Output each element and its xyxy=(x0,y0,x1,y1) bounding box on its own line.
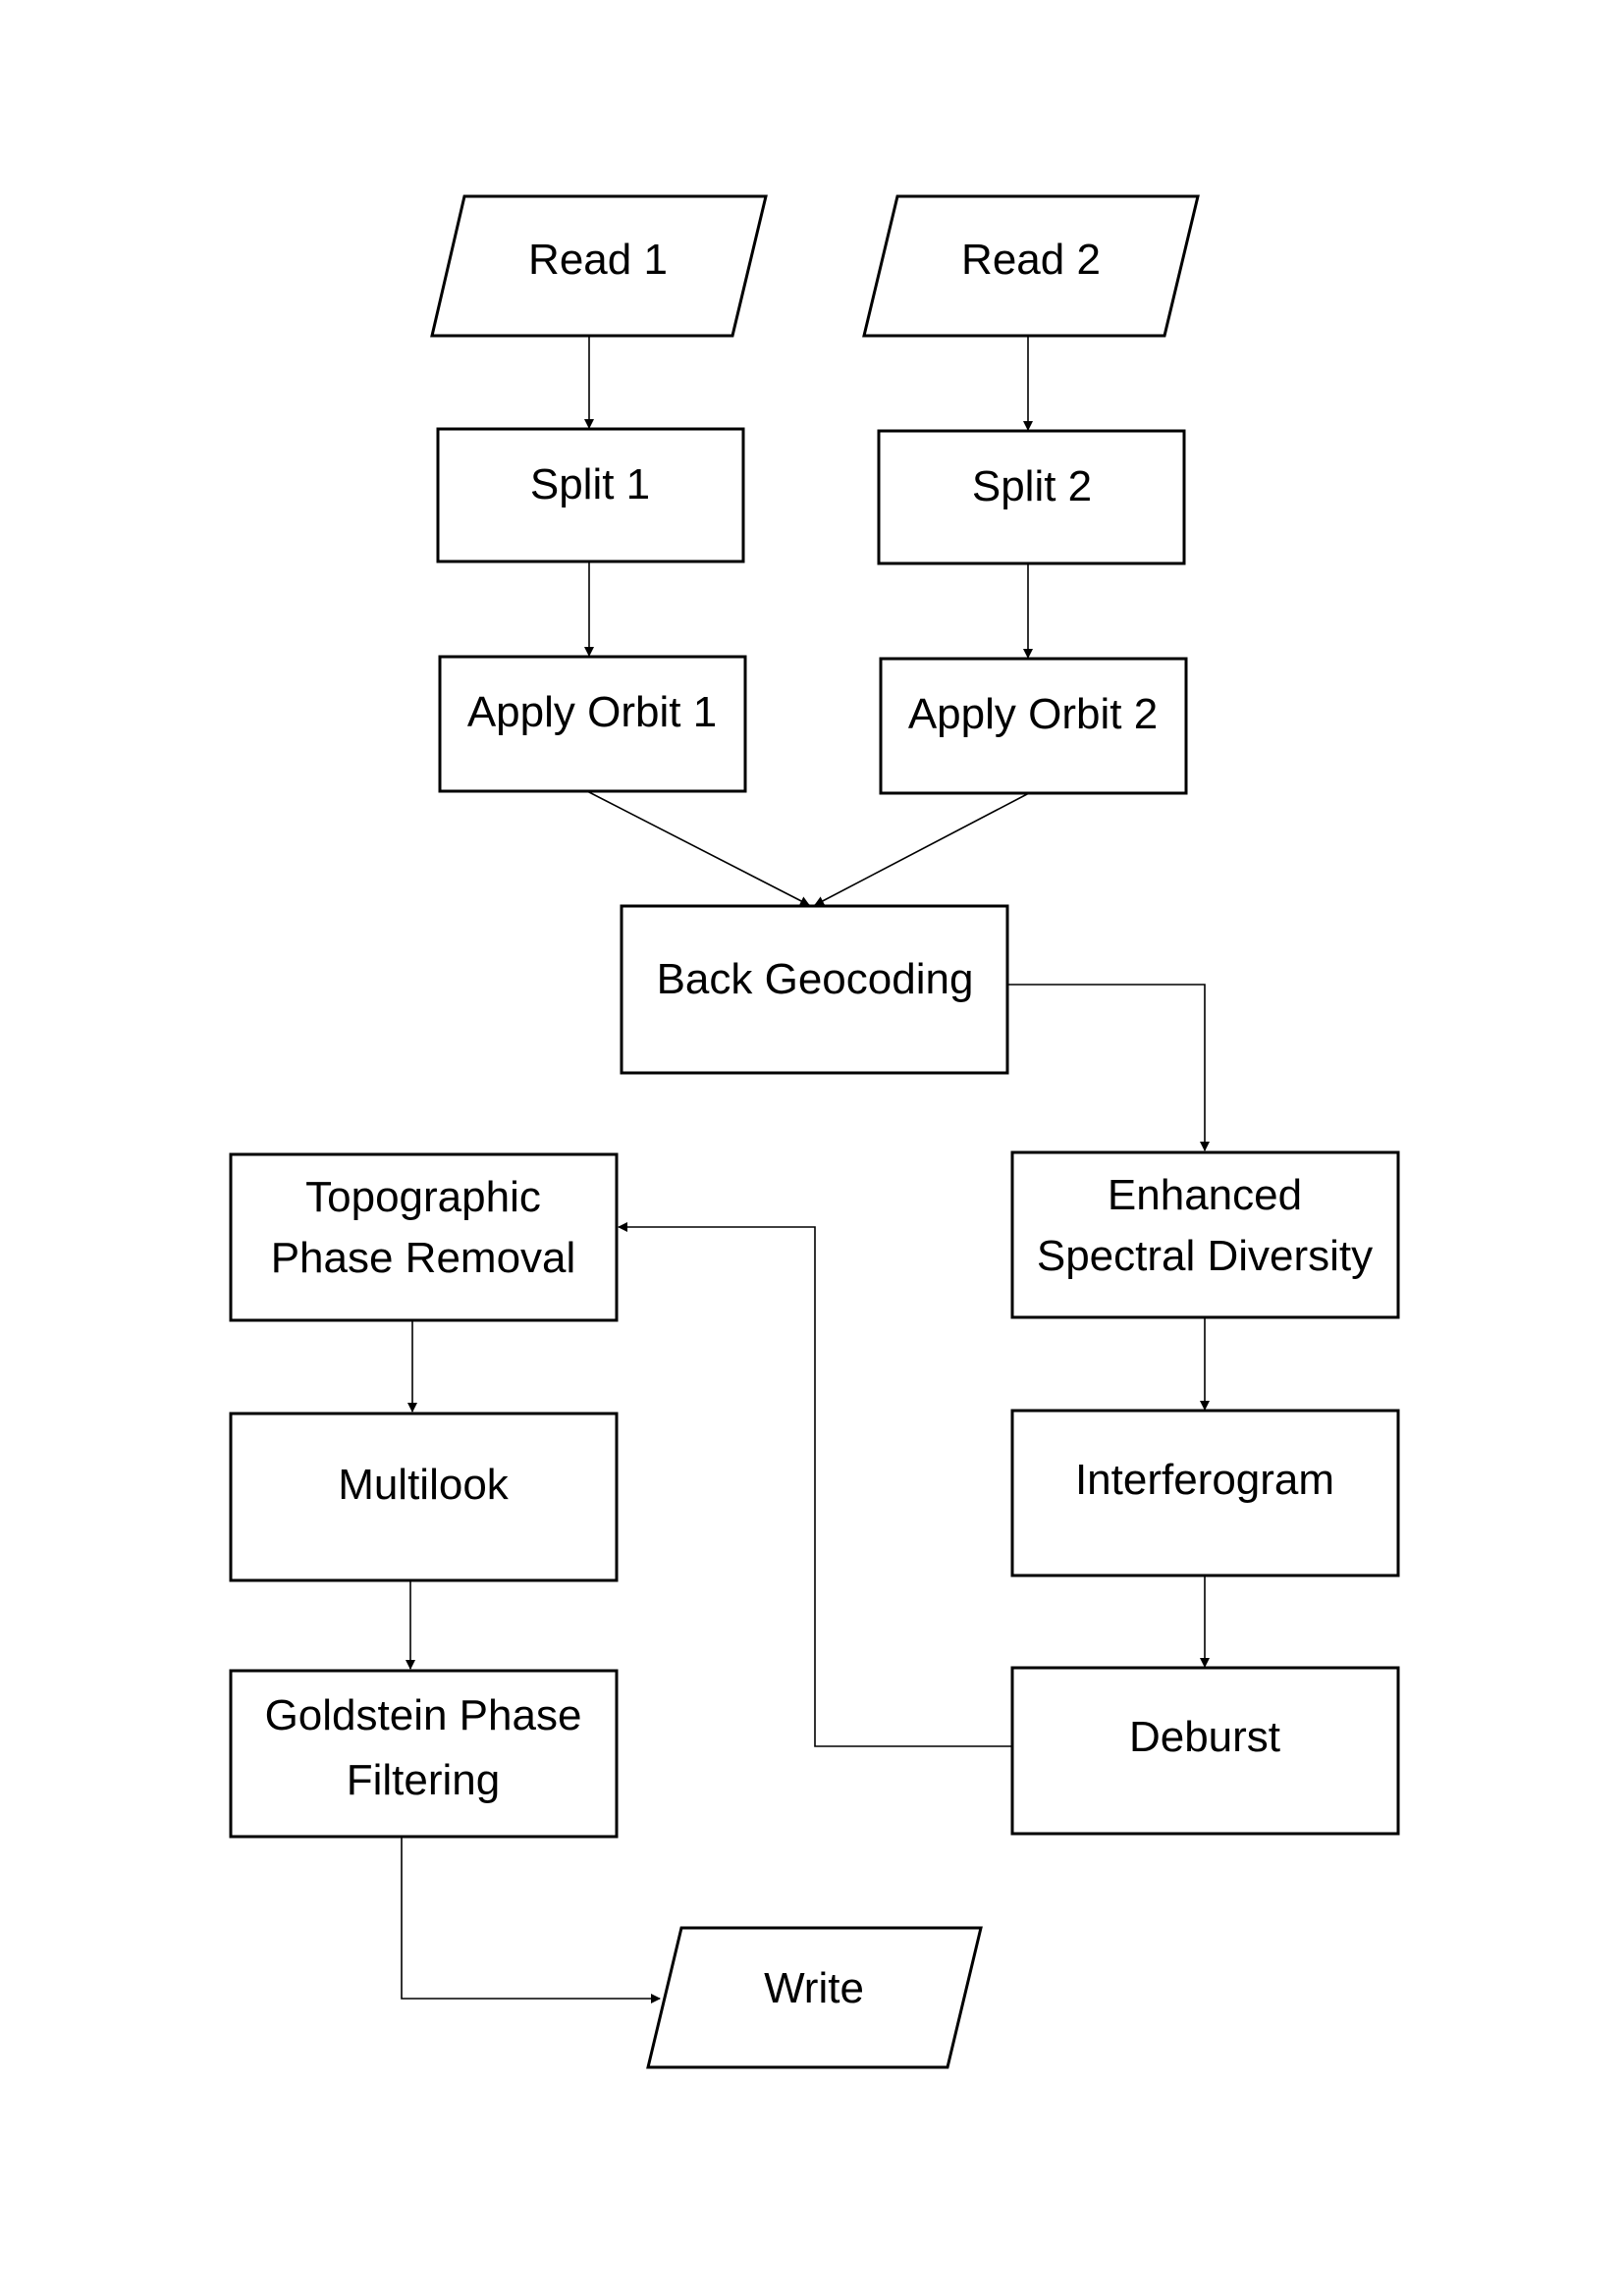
read-2-node: Read 2 xyxy=(862,194,1200,338)
split-2-node: Split 2 xyxy=(877,429,1186,565)
read-2-label: Read 2 xyxy=(961,236,1101,284)
multilook-label: Multilook xyxy=(338,1461,510,1509)
back-geocoding-label: Back Geocoding xyxy=(657,955,974,1003)
apply-orbit-2-label: Apply Orbit 2 xyxy=(908,690,1158,738)
topographic-label-line-1: Topographic xyxy=(305,1173,541,1221)
back-geocoding-node: Back Geocoding xyxy=(620,904,1009,1075)
read-2-shape xyxy=(862,194,1200,338)
arrow-orbit1-to-backgeocoding xyxy=(586,790,810,906)
read-1-shape xyxy=(430,194,768,338)
deburst-shape xyxy=(1010,1666,1400,1836)
read-1-node: Read 1 xyxy=(430,194,768,338)
deburst-label: Deburst xyxy=(1129,1713,1280,1761)
split-2-shape xyxy=(877,429,1186,565)
split-1-node: Split 1 xyxy=(436,427,745,563)
apply-orbit-2-node: Apply Orbit 2 xyxy=(879,657,1188,795)
esd-label-line-2: Spectral Diversity xyxy=(1037,1232,1373,1280)
topographic-phase-removal-node: Topographic Phase Removal xyxy=(229,1152,619,1322)
multilook-shape xyxy=(229,1412,619,1582)
goldstein-phase-filtering-shape xyxy=(229,1669,619,1839)
interferogram-shape xyxy=(1010,1409,1400,1577)
topographic-phase-removal-shape xyxy=(229,1152,619,1322)
goldstein-label-line-2: Filtering xyxy=(347,1756,501,1804)
interferogram-node: Interferogram xyxy=(1010,1409,1400,1577)
write-node: Write xyxy=(646,1926,983,2069)
arrow-goldstein-to-write xyxy=(401,1837,661,2003)
split-1-label: Split 1 xyxy=(530,460,650,508)
back-geocoding-shape xyxy=(620,904,1009,1075)
esd-node: Enhanced Spectral Diversity xyxy=(1010,1150,1400,1319)
topographic-label-line-2: Phase Removal xyxy=(271,1234,576,1282)
split-2-label: Split 2 xyxy=(972,462,1092,510)
apply-orbit-1-shape xyxy=(438,655,747,793)
apply-orbit-1-label: Apply Orbit 1 xyxy=(467,688,717,736)
esd-label-line-1: Enhanced xyxy=(1108,1171,1302,1219)
multilook-node: Multilook xyxy=(229,1412,619,1582)
arrow-orbit2-to-backgeocoding xyxy=(814,792,1030,906)
deburst-node: Deburst xyxy=(1010,1666,1400,1836)
arrow-backgeocoding-to-esd xyxy=(1007,984,1210,1151)
connectors xyxy=(401,336,1210,2003)
apply-orbit-2-shape xyxy=(879,657,1188,795)
interferogram-label: Interferogram xyxy=(1075,1456,1334,1504)
write-label: Write xyxy=(764,1964,864,2012)
apply-orbit-1-node: Apply Orbit 1 xyxy=(438,655,747,793)
goldstein-phase-filtering-node: Goldstein Phase Filtering xyxy=(229,1669,619,1839)
split-1-shape xyxy=(436,427,745,563)
esd-shape xyxy=(1010,1150,1400,1319)
write-shape xyxy=(646,1926,983,2069)
read-1-label: Read 1 xyxy=(528,236,668,284)
arrow-deburst-to-topo xyxy=(618,1222,1011,1747)
goldstein-label-line-1: Goldstein Phase xyxy=(265,1691,582,1739)
